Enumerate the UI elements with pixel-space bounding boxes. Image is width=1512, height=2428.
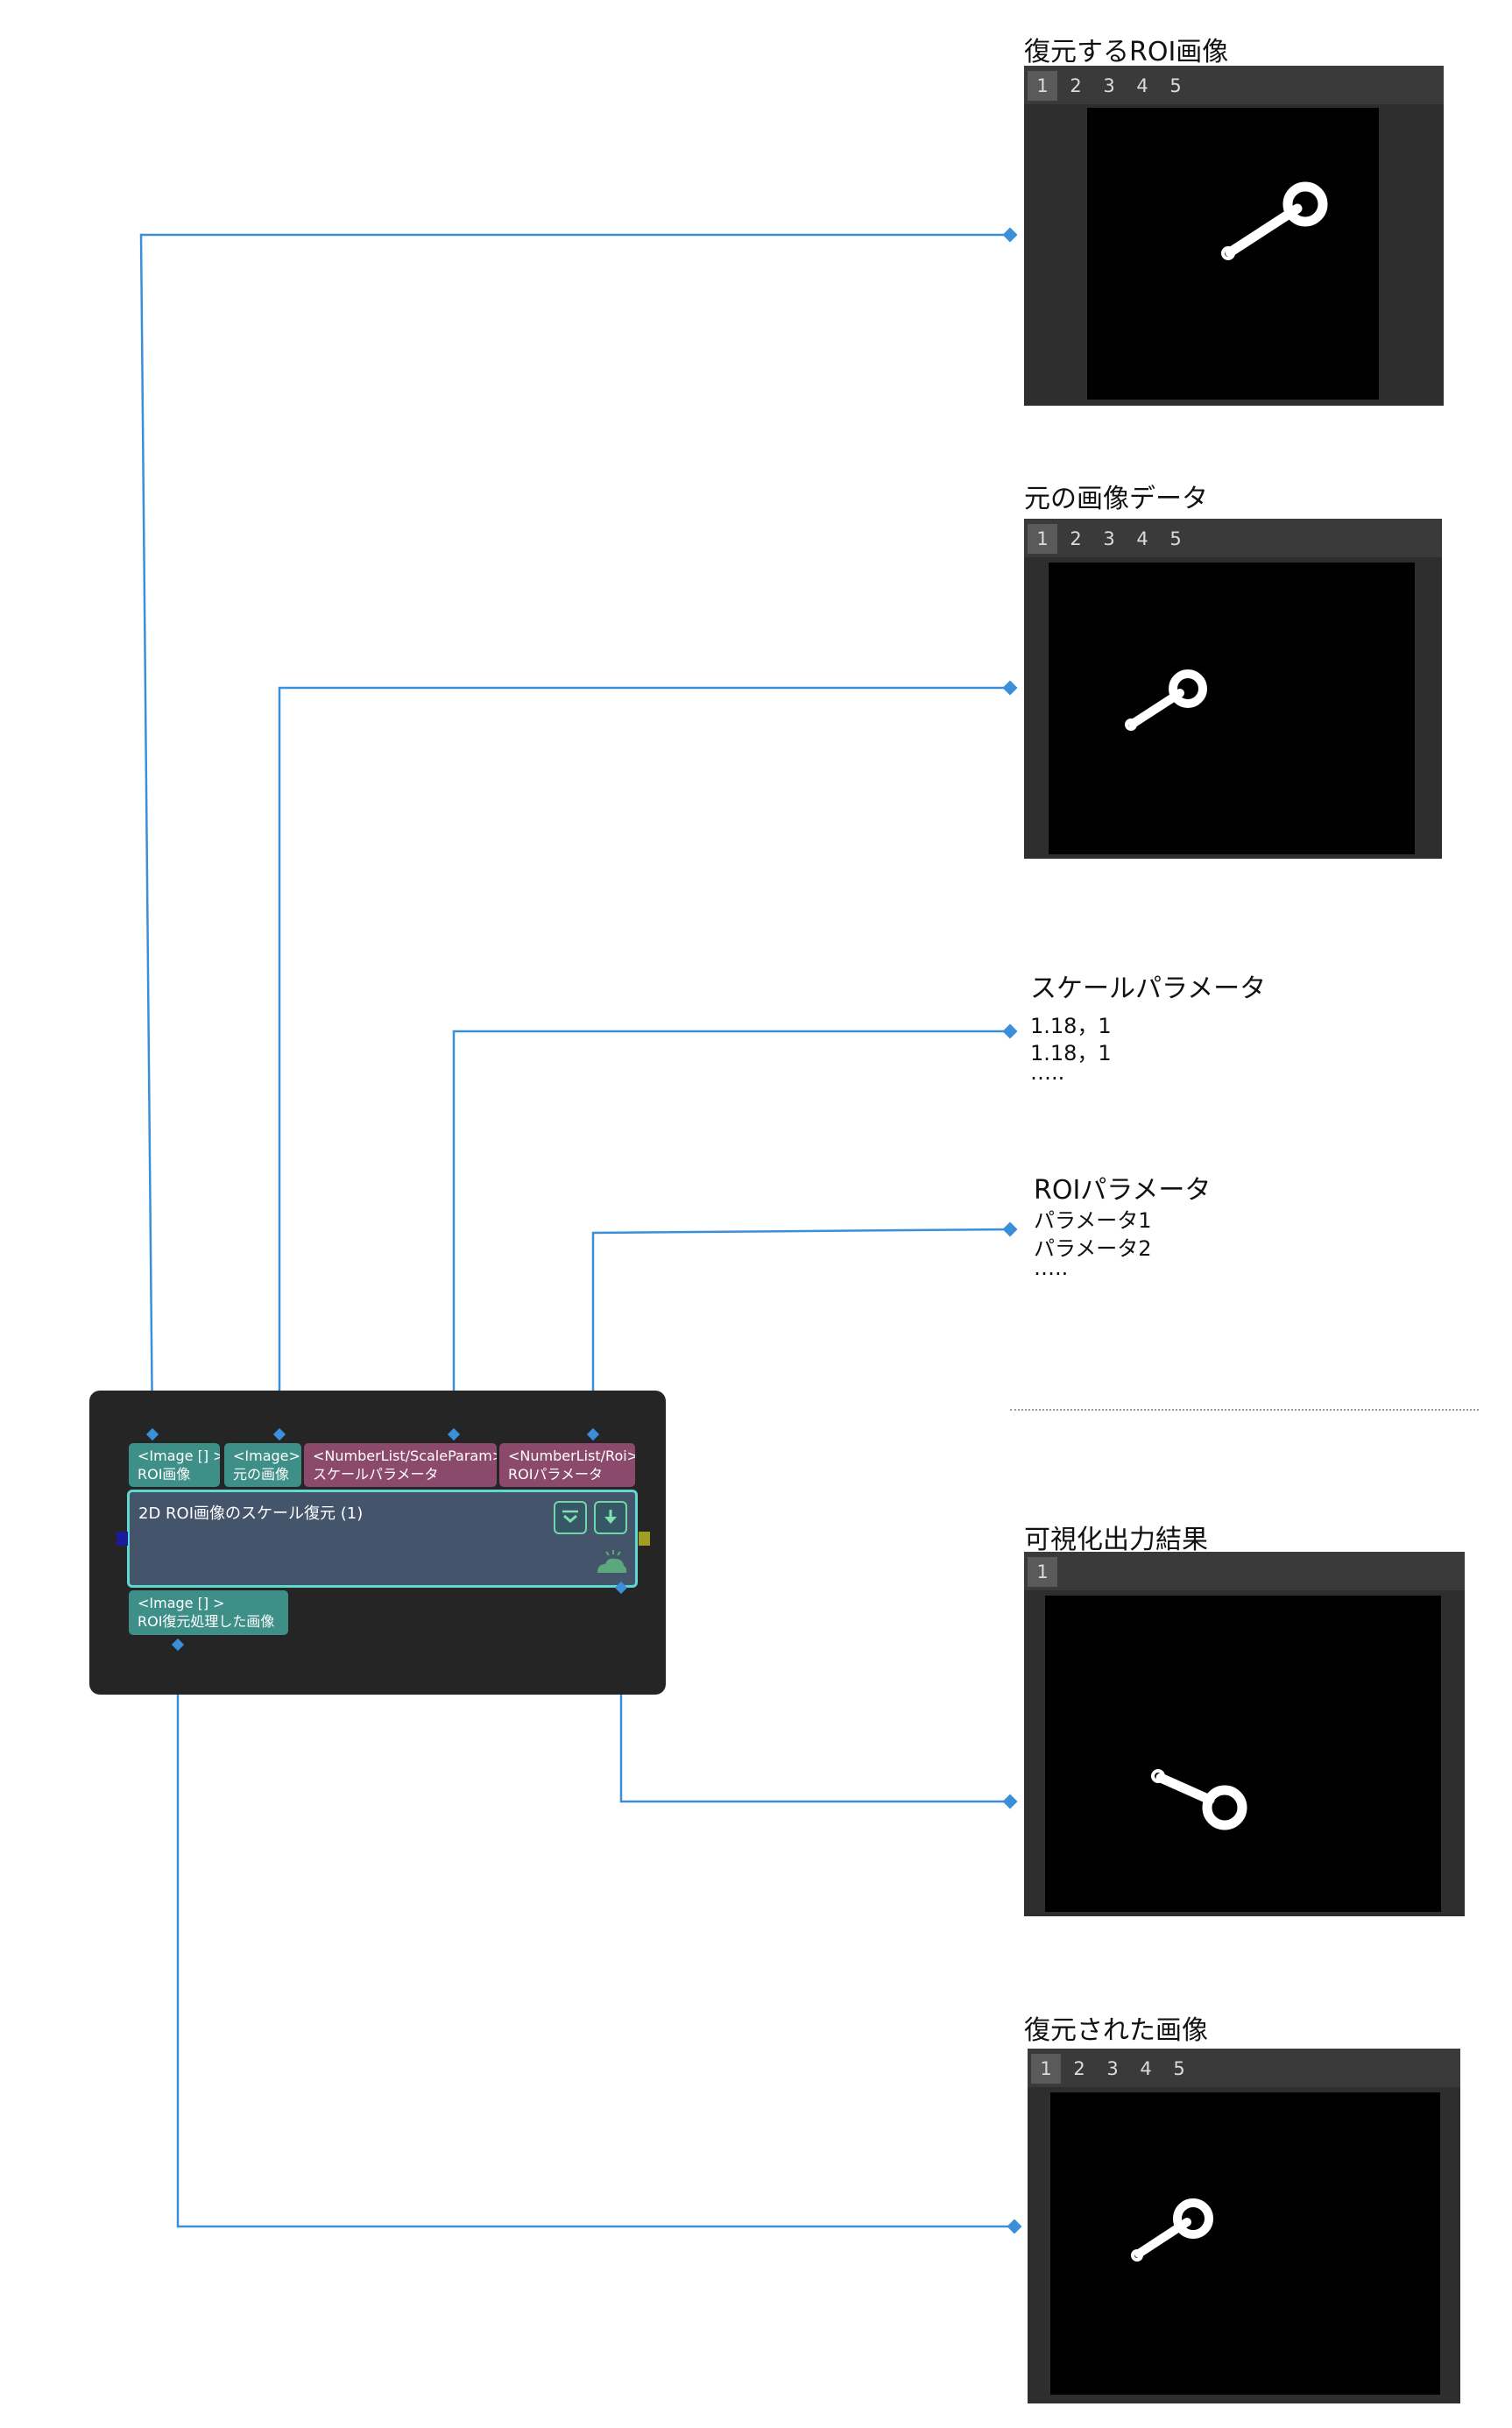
original-image-viewer: 1 2 3 4 5 <box>1024 519 1442 859</box>
viewer-tab-4[interactable]: 4 <box>1140 2058 1152 2079</box>
viewer-tab-2[interactable]: 2 <box>1073 2058 1085 2079</box>
viewer-tabs: 1 <box>1024 1552 1465 1590</box>
visual-output-caption: 可視化出力結果 <box>1024 1525 1208 1555</box>
original-image-caption: 元の画像データ <box>1024 484 1208 514</box>
roi-param-line-2: パラメータ2 <box>1034 1236 1152 1261</box>
port-type: <NumberList/ScaleParam> <box>313 1448 497 1464</box>
viewer-tab-5[interactable]: 5 <box>1169 528 1182 549</box>
port-label: ROIパラメータ <box>508 1466 603 1483</box>
wire-end-scale-param <box>1002 1023 1018 1039</box>
port-type: <Image [] > <box>138 1595 225 1611</box>
image-canvas <box>1050 2092 1440 2395</box>
port-label: ROI画像 <box>138 1466 191 1483</box>
port-label: スケールパラメータ <box>313 1466 439 1483</box>
wire-end-visual-output <box>1002 1794 1018 1809</box>
viewer-tabs: 1 2 3 4 5 <box>1028 2049 1460 2087</box>
visual-output-viewer: 1 <box>1024 1552 1465 1916</box>
connector-restored-image <box>171 1638 185 1652</box>
download-button[interactable] <box>594 1501 627 1534</box>
connector-original-image <box>272 1427 286 1441</box>
restored-image-caption: 復元された画像 <box>1024 2015 1208 2046</box>
image-canvas <box>1045 1596 1441 1912</box>
viewer-tab-2[interactable]: 2 <box>1070 75 1082 96</box>
section-divider <box>1010 1409 1479 1411</box>
connector-roi-image <box>145 1427 159 1441</box>
wire-end-restored-image <box>1007 2219 1022 2234</box>
restored-image-viewer: 1 2 3 4 5 <box>1028 2049 1460 2403</box>
viewer-tabs: 1 2 3 4 5 <box>1024 519 1442 557</box>
roi-param-caption: ROIパラメータ <box>1034 1175 1212 1206</box>
node-left-port[interactable] <box>117 1532 128 1546</box>
roi-image-viewer: 1 2 3 4 5 <box>1024 66 1444 406</box>
roi-param-line-3: ….. <box>1034 1256 1069 1280</box>
viewer-tab-3[interactable]: 3 <box>1103 75 1115 96</box>
wire-end-roi-param <box>1002 1221 1018 1237</box>
wire-roi-image <box>139 233 1010 1435</box>
viewer-tab-5[interactable]: 5 <box>1173 2058 1185 2079</box>
scale-param-line-1: 1.18，1 <box>1030 1014 1112 1038</box>
image-canvas <box>1087 108 1379 400</box>
viewer-tab-1[interactable]: 1 <box>1028 524 1057 554</box>
viewer-tab-1[interactable]: 1 <box>1028 71 1057 101</box>
viewer-tabs: 1 2 3 4 5 <box>1024 66 1444 104</box>
wire-restored-image <box>176 1645 1014 2228</box>
wire-end-original-image <box>1002 680 1018 696</box>
wire-scale-param <box>452 1030 1010 1434</box>
port-type: <NumberList/Roi> <box>508 1448 635 1464</box>
viewer-tab-4[interactable]: 4 <box>1136 528 1148 549</box>
wire-roi-param <box>591 1228 1011 1434</box>
collapse-button[interactable] <box>554 1501 587 1534</box>
connecting-rod-image <box>1151 1769 1247 1830</box>
connecting-rod-image <box>1131 2198 1213 2262</box>
viewer-tab-5[interactable]: 5 <box>1169 75 1182 96</box>
roi-image-caption: 復元するROI画像 <box>1024 37 1229 67</box>
scale-param-line-3: ….. <box>1030 1060 1065 1085</box>
input-port-original-image[interactable]: <Image> 元の画像 <box>224 1443 301 1487</box>
port-label: ROI復元処理した画像 <box>138 1613 275 1630</box>
input-port-roi-image[interactable]: <Image [] > ROI画像 <box>129 1443 220 1487</box>
node-body[interactable]: 2D ROI画像のスケール復元 (1) <box>127 1490 638 1588</box>
connecting-rod-image <box>1221 181 1328 260</box>
wire-original-image <box>278 686 1010 1434</box>
viewer-tab-3[interactable]: 3 <box>1106 2058 1119 2079</box>
port-type: <Image> <box>233 1448 300 1464</box>
image-canvas <box>1049 563 1415 854</box>
roi-param-line-1: パラメータ1 <box>1034 1208 1152 1233</box>
scale-param-line-2: 1.18，1 <box>1030 1041 1112 1065</box>
input-port-roi-param[interactable]: <NumberList/Roi> ROIパラメータ <box>499 1443 635 1487</box>
port-type: <Image [] > <box>138 1448 220 1464</box>
download-arrow-icon <box>604 1510 617 1524</box>
viewer-tab-4[interactable]: 4 <box>1136 75 1148 96</box>
viewer-tab-1[interactable]: 1 <box>1028 1557 1057 1587</box>
viewer-tab-1[interactable]: 1 <box>1031 2054 1061 2084</box>
input-port-scale-param[interactable]: <NumberList/ScaleParam> スケールパラメータ <box>304 1443 497 1487</box>
port-label: 元の画像 <box>233 1466 290 1483</box>
connector-scale-param <box>447 1427 461 1441</box>
viewer-tab-3[interactable]: 3 <box>1103 528 1115 549</box>
connecting-rod-image <box>1125 669 1207 731</box>
scale-param-caption: スケールパラメータ <box>1030 973 1267 1004</box>
output-port-restored-image[interactable]: <Image [] > ROI復元処理した画像 <box>129 1590 288 1635</box>
connector-roi-param <box>586 1427 600 1441</box>
cloud-output-icon <box>597 1550 627 1573</box>
chevron-down-icon <box>562 1510 578 1523</box>
node-title: 2D ROI画像のスケール復元 (1) <box>138 1504 364 1523</box>
viewer-tab-2[interactable]: 2 <box>1070 528 1082 549</box>
connector-visual-output <box>614 1581 628 1595</box>
node-right-port[interactable] <box>639 1532 650 1546</box>
